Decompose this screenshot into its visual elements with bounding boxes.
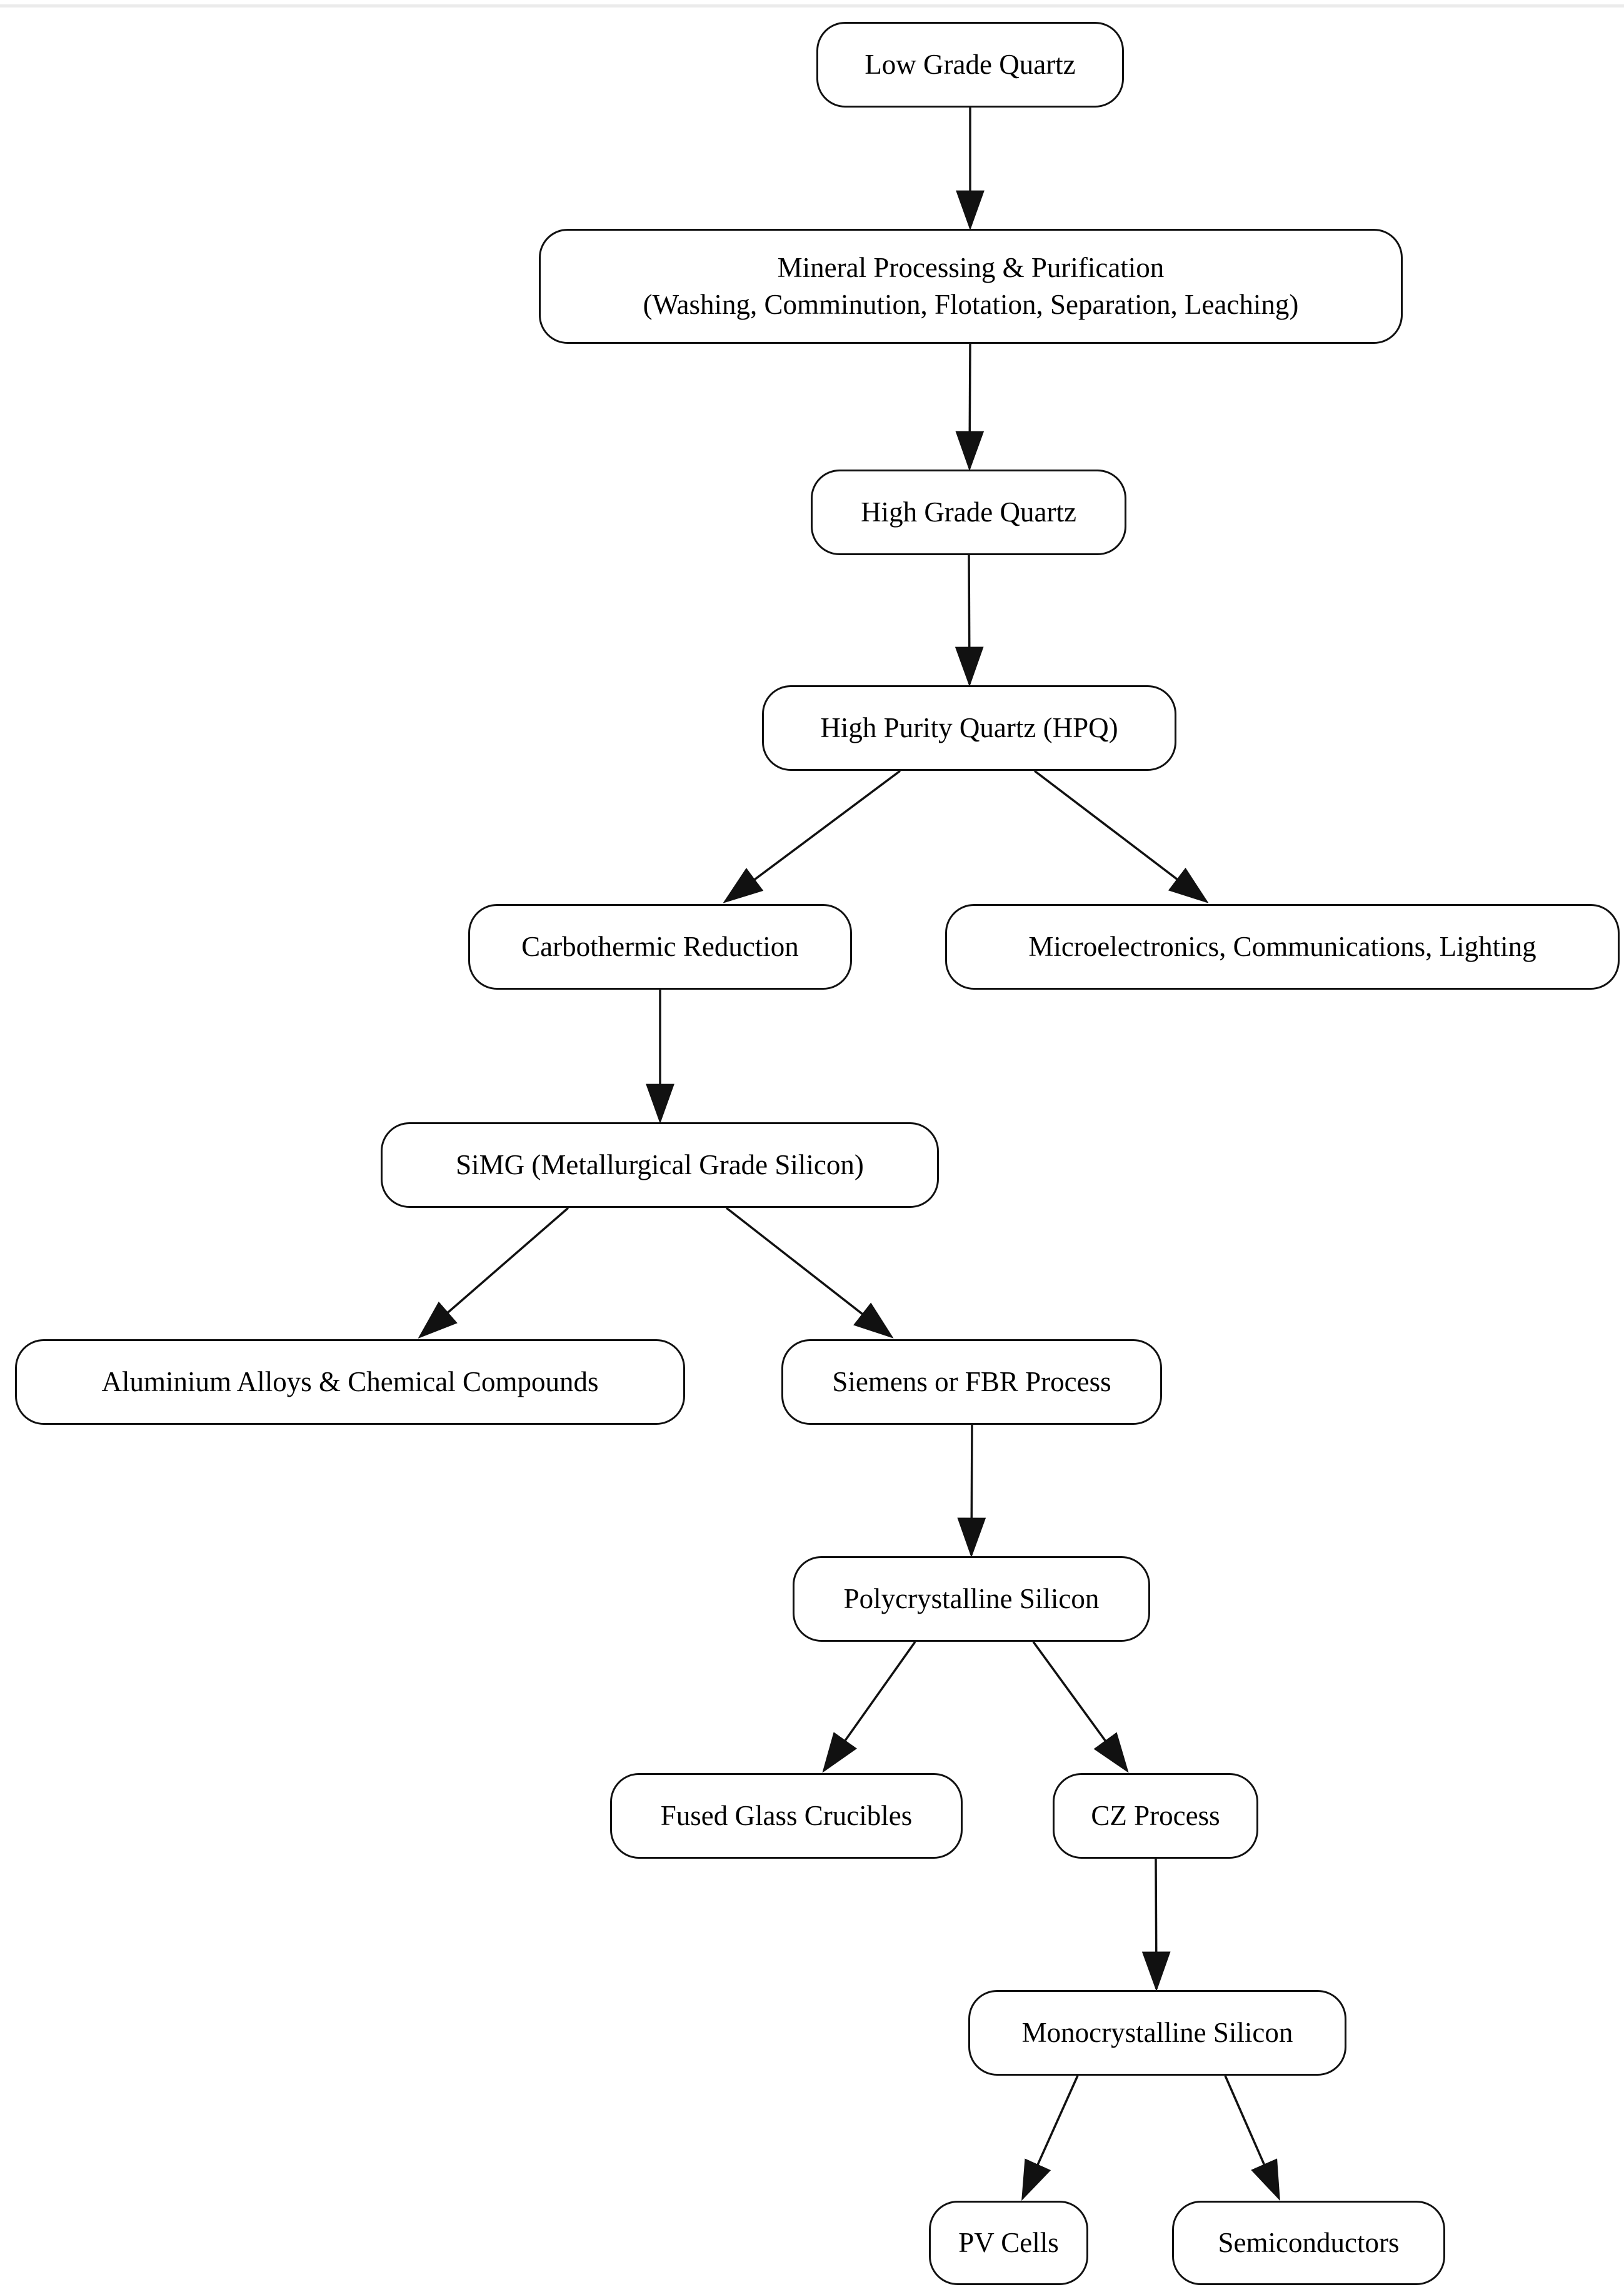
node-mineral-processing: Mineral Processing & Purification (Washi…: [539, 229, 1403, 344]
node-monocrystalline-silicon: Monocrystalline Silicon: [968, 1990, 1346, 2076]
node-label: Low Grade Quartz: [865, 48, 1076, 80]
node-microelectronics-communications-lighting: Microelectronics, Communications, Lighti…: [945, 904, 1620, 990]
edge-simg-to-siemens-fbr: [725, 1207, 894, 1339]
node-siemens-or-fbr-process: Siemens or FBR Process: [781, 1339, 1162, 1425]
node-label: High Purity Quartz (HPQ): [820, 711, 1118, 743]
node-pv-cells: PV Cells: [929, 2201, 1088, 2285]
node-label: SiMG (Metallurgical Grade Silicon): [456, 1149, 864, 1180]
edge-simg-to-aluminium-alloys: [418, 1207, 569, 1339]
node-label: Aluminium Alloys & Chemical Compounds: [101, 1365, 599, 1397]
edge-polycrystalline-to-cz-process: [1032, 1641, 1129, 1773]
node-label: PV Cells: [958, 2226, 1059, 2258]
node-label: Semiconductors: [1218, 2226, 1400, 2258]
edge-monocrystalline-to-semiconductors: [1224, 2075, 1280, 2201]
node-fused-glass-crucibles: Fused Glass Crucibles: [610, 1773, 963, 1859]
node-high-grade-quartz: High Grade Quartz: [811, 470, 1126, 555]
edge-high-purity-quartz-to-microelectronics: [1033, 770, 1209, 903]
node-cz-process: CZ Process: [1053, 1773, 1258, 1859]
node-semiconductors: Semiconductors: [1172, 2201, 1445, 2285]
edge-high-grade-quartz-to-high-purity-quartz: [955, 555, 984, 687]
node-carbothermic-reduction: Carbothermic Reduction: [468, 904, 852, 990]
node-label: Siemens or FBR Process: [832, 1365, 1111, 1397]
node-high-purity-quartz: High Purity Quartz (HPQ): [762, 685, 1176, 771]
node-simg-metallurgical-grade-silicon: SiMG (Metallurgical Grade Silicon): [381, 1122, 939, 1208]
top-border-rule: [0, 4, 1624, 8]
node-aluminium-alloys-chemical-compounds: Aluminium Alloys & Chemical Compounds: [15, 1339, 685, 1425]
node-sublabel: (Washing, Comminution, Flotation, Separa…: [643, 289, 1299, 320]
node-label: Monocrystalline Silicon: [1021, 2016, 1293, 2048]
node-label: CZ Process: [1091, 1799, 1220, 1831]
node-low-grade-quartz: Low Grade Quartz: [816, 22, 1124, 108]
edge-monocrystalline-to-pv-cells: [1021, 2075, 1079, 2201]
node-label: High Grade Quartz: [861, 496, 1076, 528]
node-label: Polycrystalline Silicon: [843, 1582, 1100, 1614]
node-label: Carbothermic Reduction: [521, 930, 799, 962]
edge-high-purity-quartz-to-carbothermic: [723, 770, 901, 903]
edge-polycrystalline-to-fused-glass-crucibles: [822, 1641, 916, 1773]
node-polycrystalline-silicon: Polycrystalline Silicon: [793, 1556, 1150, 1642]
edge-siemens-fbr-to-polycrystalline: [957, 1424, 986, 1558]
node-label: Mineral Processing & Purification: [777, 251, 1165, 283]
node-label: Microelectronics, Communications, Lighti…: [1028, 930, 1536, 962]
node-label: Fused Glass Crucibles: [660, 1799, 913, 1831]
